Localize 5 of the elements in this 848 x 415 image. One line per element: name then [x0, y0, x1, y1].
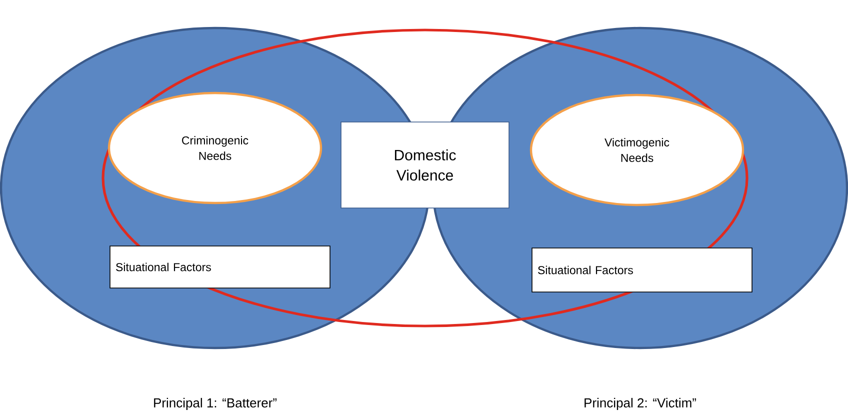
- text-box: Situational Factors: [532, 248, 752, 292]
- text-box: Situational Factors: [110, 246, 330, 288]
- node-label: Principal 2: “Victim”: [584, 398, 696, 410]
- node-label: Principal 1: “Batterer”: [154, 398, 277, 410]
- text-box: Domestic Violence: [340, 122, 510, 208]
